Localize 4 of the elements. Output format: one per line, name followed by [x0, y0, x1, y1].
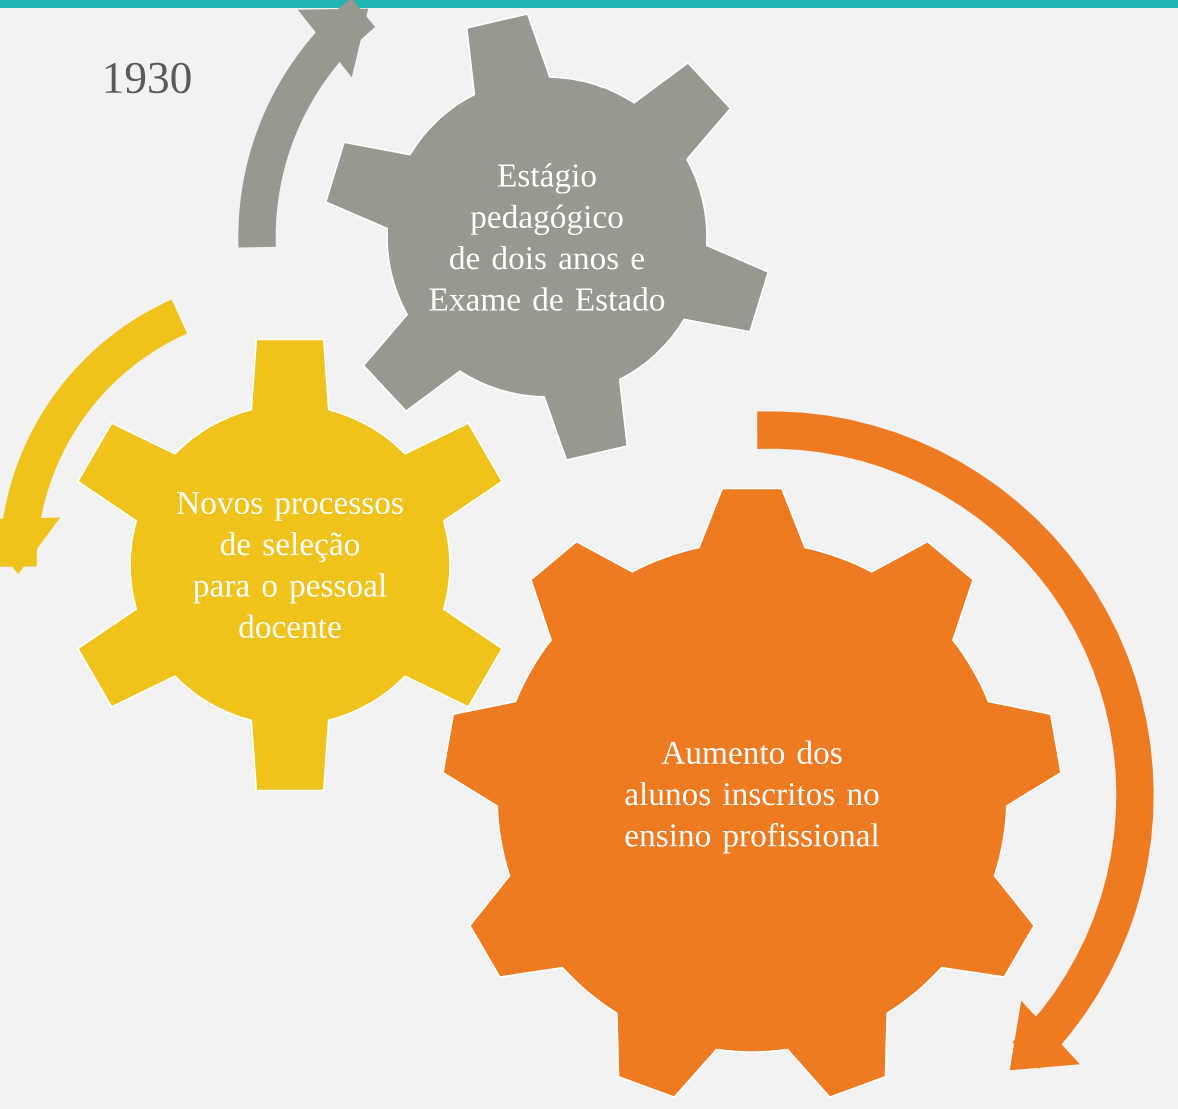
- year-label: 1930: [105, 62, 191, 94]
- gear: Novos processos de seleção para o pessoal docente: [76, 338, 504, 792]
- gear: Estágio pedagógico de dois anos e Exame de Estado: [324, 12, 770, 462]
- gear: Aumento dos alunos inscritos no ensino profissional: [442, 487, 1062, 1099]
